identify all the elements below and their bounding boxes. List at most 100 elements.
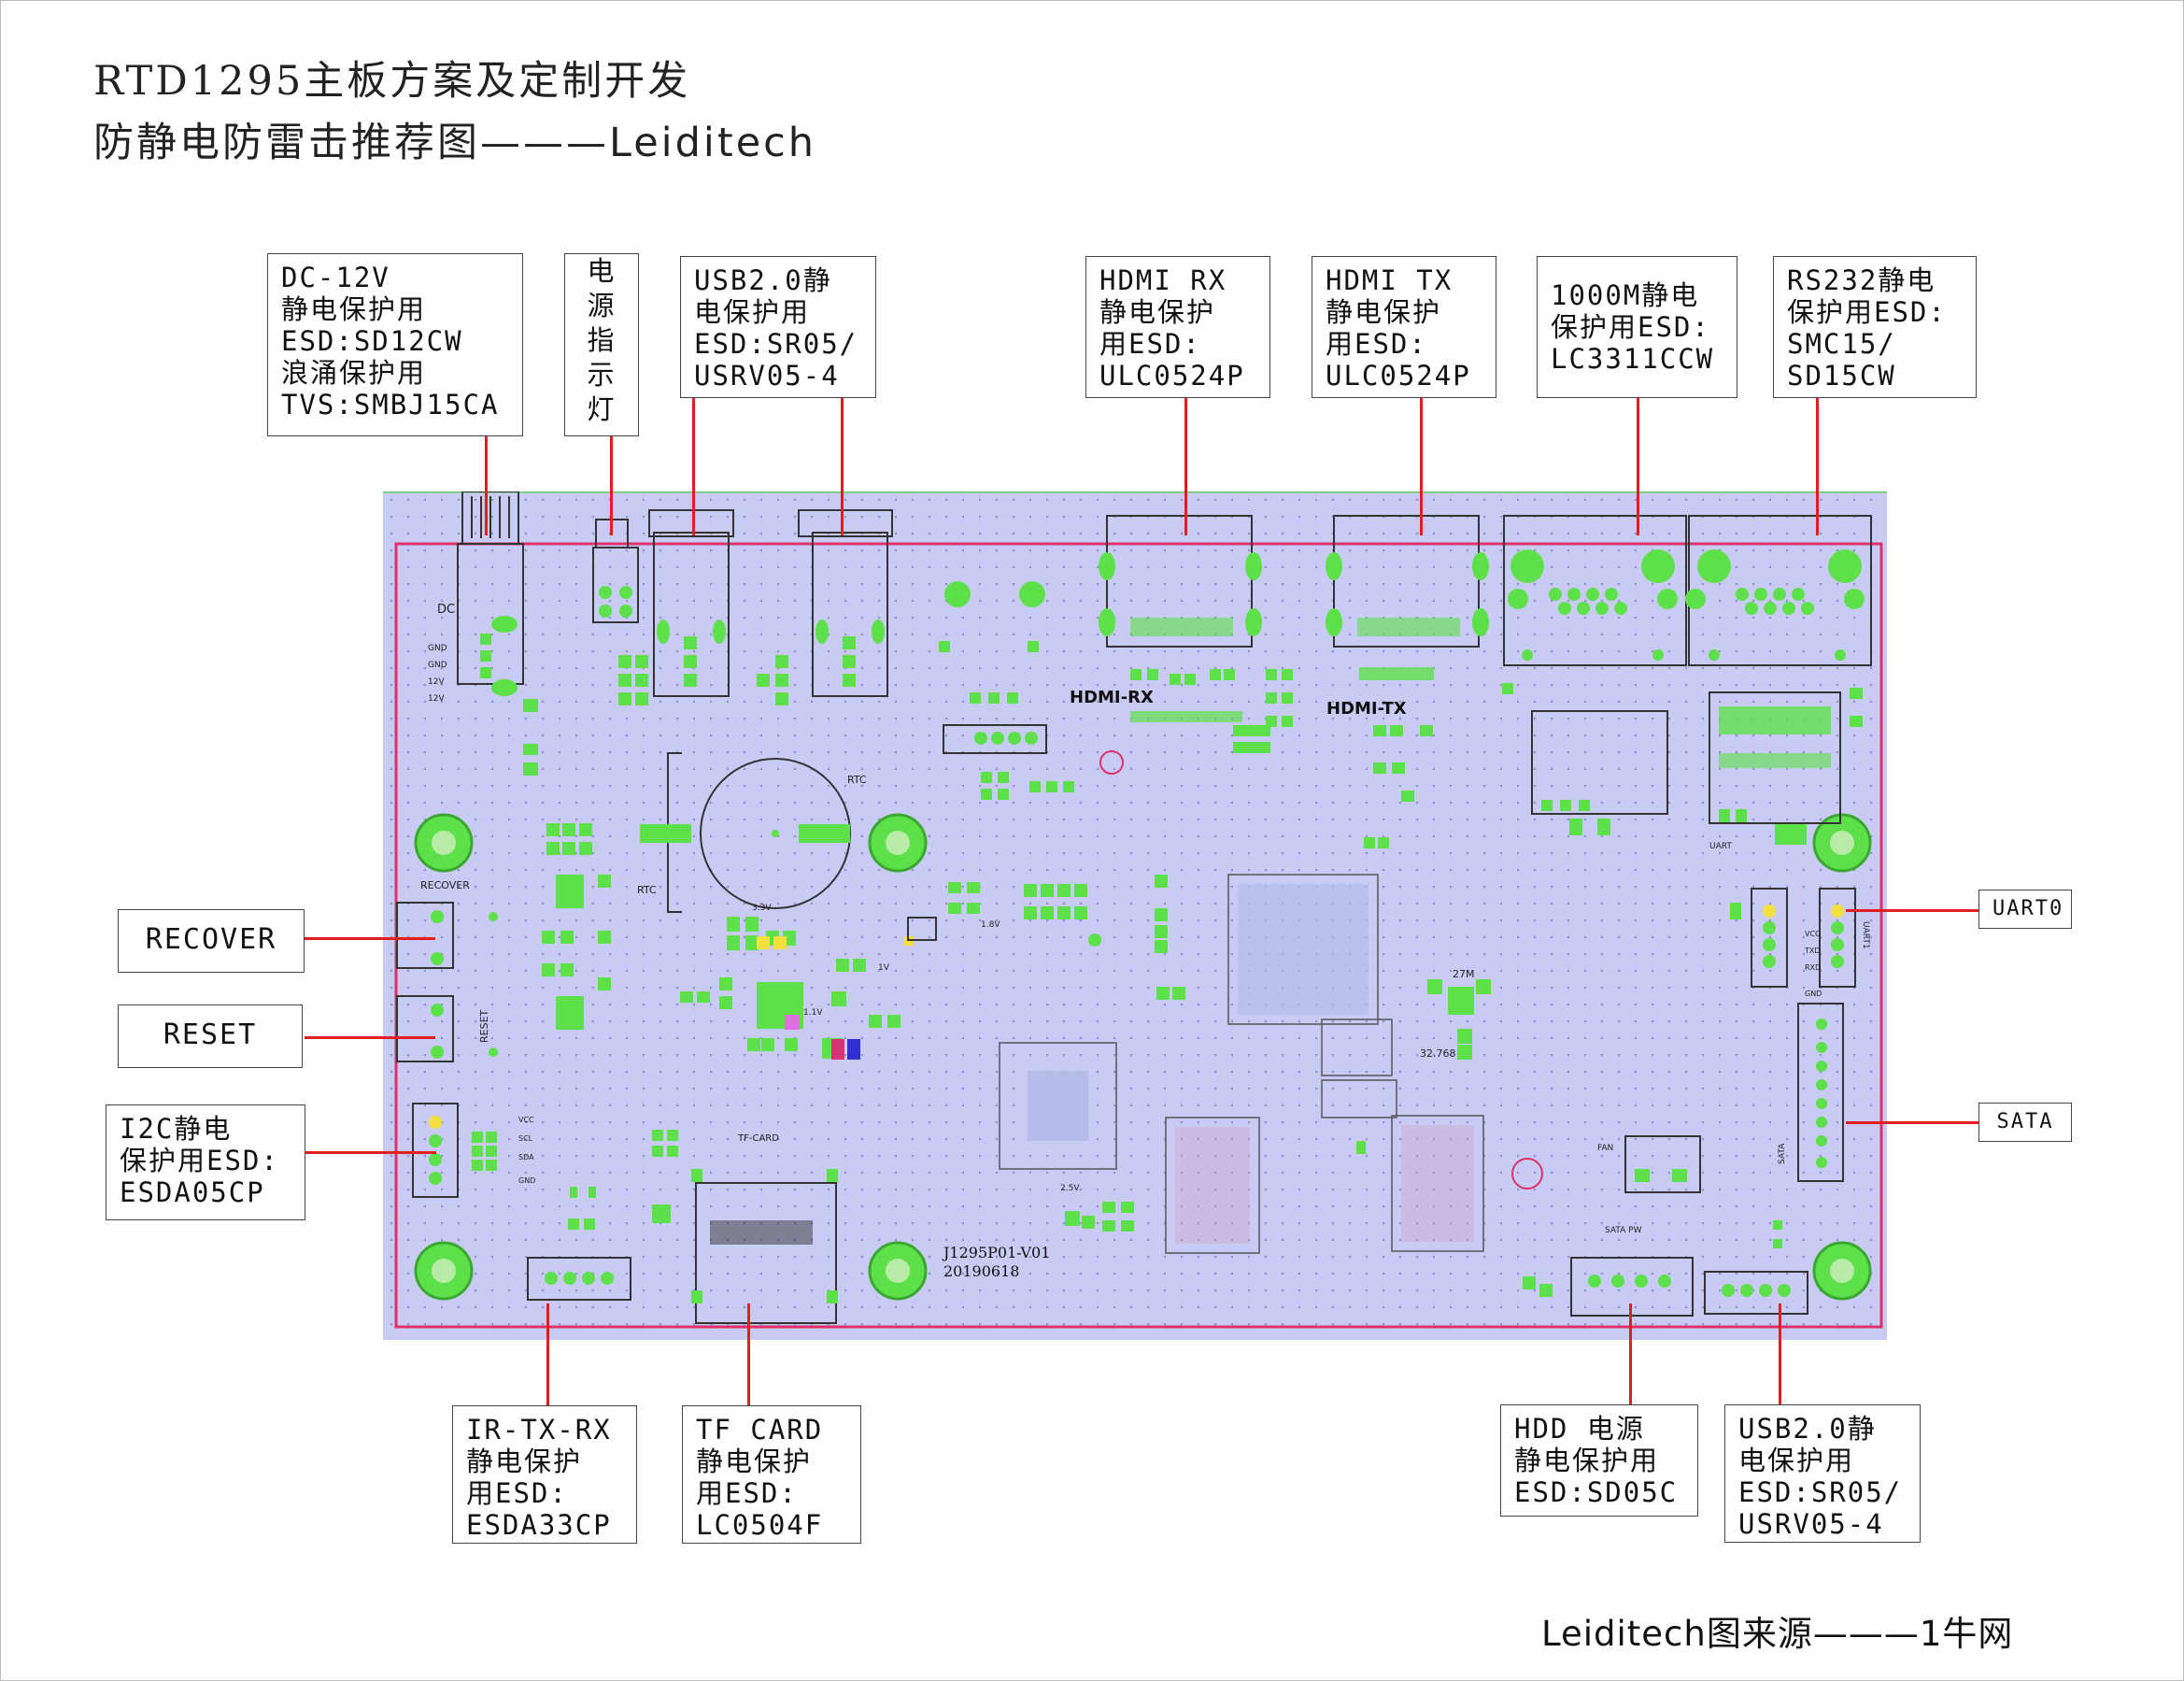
callout-line: 用ESD: bbox=[466, 1477, 568, 1509]
leader-hdmi-tx bbox=[1420, 398, 1423, 535]
callout-line: 保护用ESD: bbox=[1551, 311, 1710, 343]
callout-line: SMC15/ bbox=[1787, 328, 1896, 360]
svg-text:SATA: SATA bbox=[1778, 1143, 1787, 1164]
svg-text:SATA PW: SATA PW bbox=[1605, 1226, 1642, 1235]
page-title: RTD1295主板方案及定制开发 bbox=[93, 58, 691, 105]
svg-text:SDA: SDA bbox=[518, 1153, 534, 1161]
callout-line: 用ESD: bbox=[696, 1477, 798, 1509]
leader-power-led bbox=[610, 436, 613, 535]
svg-text:12V: 12V bbox=[428, 677, 445, 687]
callout-line: 浪涌保护用 bbox=[281, 357, 427, 389]
callout-line: I2C静电 bbox=[120, 1113, 233, 1145]
board-date: 20190618 bbox=[943, 1262, 1019, 1280]
callout-line: 保护用ESD: bbox=[1787, 296, 1947, 328]
callout-rs232: RS232静电保护用ESD:SMC15/SD15CW bbox=[1773, 256, 1977, 398]
leader-i2c bbox=[305, 1151, 436, 1154]
callout-line: 用ESD: bbox=[1326, 328, 1427, 360]
callout-line: LC0504F bbox=[696, 1509, 824, 1541]
callout-line: USB2.0静 bbox=[1738, 1413, 1877, 1445]
callout-line: 静电保护 bbox=[466, 1446, 583, 1477]
reset-button-footprint bbox=[396, 995, 454, 1062]
sata-power-connector bbox=[1570, 1257, 1694, 1317]
callout-recover: RECOVER bbox=[118, 909, 305, 973]
board-model: J1295P01-V01 bbox=[942, 1244, 1050, 1261]
callout-line: 静电保护 bbox=[696, 1446, 813, 1477]
leader-ethernet bbox=[1637, 398, 1639, 535]
usb-connector-top-2 bbox=[798, 509, 893, 697]
callout-line: USRV05-4 bbox=[1738, 1508, 1884, 1540]
callout-line: 保护用ESD: bbox=[120, 1145, 279, 1176]
callout-line: DC-12V bbox=[281, 262, 390, 293]
emmc-chip bbox=[999, 1042, 1117, 1170]
svg-text:3.3V: 3.3V bbox=[752, 904, 772, 913]
ddr-chip-2 bbox=[1391, 1115, 1484, 1252]
svg-text:1.8V: 1.8V bbox=[981, 920, 1000, 930]
callout-line: ESDA33CP bbox=[466, 1509, 612, 1541]
callout-uart0: UART0 bbox=[1978, 890, 2072, 929]
svg-text:RTC: RTC bbox=[847, 774, 867, 786]
svg-text:32.768: 32.768 bbox=[1420, 1047, 1456, 1060]
svg-text:SCL: SCL bbox=[518, 1134, 533, 1143]
callout-line: 源 bbox=[587, 290, 617, 321]
callout-line: SD15CW bbox=[1787, 360, 1896, 392]
svg-text:RESET: RESET bbox=[478, 1009, 490, 1043]
svg-text:2.5V: 2.5V bbox=[1060, 1184, 1080, 1193]
mounting-holes bbox=[414, 813, 1872, 1301]
dc-jack bbox=[457, 491, 524, 685]
callout-line: 指 bbox=[587, 324, 617, 356]
callout-line: ESD:SD12CW bbox=[281, 325, 463, 357]
board-label-hdmi-tx: HDMI-TX bbox=[1326, 699, 1407, 719]
pcb-board-image: DC GND GND 12V 12V bbox=[383, 491, 1887, 1340]
ir-header bbox=[527, 1257, 631, 1301]
callout-line: TVS:SMBJ15CA bbox=[281, 389, 500, 420]
leader-recover bbox=[305, 937, 435, 940]
board-label-dc: DC bbox=[437, 603, 455, 617]
callout-line: ESD:SR05/ bbox=[694, 328, 858, 360]
callout-line: SATA bbox=[1996, 1110, 2054, 1133]
pcb-layout: DC GND GND 12V 12V bbox=[383, 491, 1887, 1340]
callout-line: RESET bbox=[163, 1019, 258, 1051]
recover-button-footprint bbox=[396, 902, 454, 969]
usb-header-bottom bbox=[1704, 1271, 1808, 1315]
ddr-chip-1 bbox=[1165, 1117, 1260, 1254]
svg-text:RTC: RTC bbox=[637, 884, 657, 896]
callout-line: ULC0524P bbox=[1099, 360, 1245, 392]
leader-usb-bottom bbox=[1779, 1303, 1781, 1404]
callout-line: ULC0524P bbox=[1326, 360, 1471, 392]
callout-line: 静电保护用 bbox=[281, 293, 427, 325]
callout-i2c: I2C静电保护用ESD:ESDA05CP bbox=[106, 1104, 305, 1220]
callout-ethernet: 1000M静电保护用ESD:LC3311CCW bbox=[1537, 256, 1737, 398]
leader-hdd-power bbox=[1629, 1303, 1632, 1404]
svg-text:VCC: VCC bbox=[518, 1116, 534, 1124]
callout-reset: RESET bbox=[118, 1004, 303, 1068]
callout-line: 灯 bbox=[587, 393, 617, 425]
callout-line: 电保护用 bbox=[1738, 1445, 1855, 1476]
leader-dc bbox=[485, 436, 488, 535]
callout-line: 静电保护 bbox=[1326, 296, 1442, 328]
callout-line: RS232静电 bbox=[1787, 264, 1936, 296]
svg-text:GND: GND bbox=[428, 644, 447, 653]
svg-text:VCC: VCC bbox=[1805, 930, 1821, 938]
callout-line: RECOVER bbox=[145, 923, 277, 956]
callout-line: HDD 电源 bbox=[1514, 1413, 1645, 1445]
rs232-connector bbox=[1688, 515, 1872, 666]
callout-line: IR-TX-RX bbox=[466, 1414, 612, 1446]
sata-connector bbox=[1797, 1003, 1844, 1182]
callout-line: 1000M静电 bbox=[1551, 279, 1700, 311]
svg-text:FAN: FAN bbox=[1597, 1144, 1613, 1153]
callout-line: UART0 bbox=[1993, 897, 2064, 920]
callout-line: 静电保护用 bbox=[1514, 1445, 1660, 1476]
callout-line: 静电保护 bbox=[1099, 296, 1216, 328]
uart-header-1 bbox=[1751, 888, 1788, 988]
callout-line: USRV05-4 bbox=[694, 360, 840, 392]
callout-line: HDMI TX bbox=[1326, 264, 1454, 296]
leader-usb-top-2 bbox=[841, 398, 844, 535]
leader-usb-top-1 bbox=[692, 398, 695, 535]
callout-line: 示 bbox=[587, 359, 617, 391]
callout-line: TF CARD bbox=[696, 1414, 824, 1446]
